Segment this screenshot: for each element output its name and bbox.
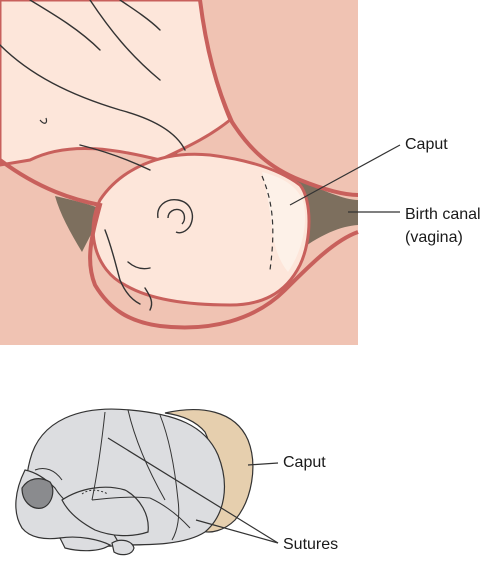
- vagina-label: (vagina): [405, 229, 463, 246]
- mastoid: [111, 539, 135, 556]
- temporal-bone: [61, 486, 149, 537]
- leader-caput-bottom: [247, 462, 279, 466]
- jaw: [59, 536, 112, 552]
- arm-line-2: [89, 0, 161, 81]
- canal-wall-upper: [198, 0, 359, 197]
- arm-line-1: [0, 44, 186, 151]
- caput-label-bottom: Caput: [283, 454, 326, 471]
- back-line: [29, 0, 101, 51]
- chin-line: [144, 287, 153, 311]
- birth-canal-illustration: [0, 0, 359, 345]
- nose-mouth-line: [104, 229, 141, 305]
- hand-line: [119, 0, 161, 31]
- ear-icon: [157, 199, 194, 234]
- caput-label-top: Caput: [405, 136, 448, 153]
- eye-socket: [21, 478, 54, 509]
- baby-body: [0, 0, 232, 167]
- eye-line: [127, 261, 151, 270]
- fetal-head: [91, 152, 311, 307]
- canal-shadow-left: [55, 196, 104, 252]
- canal-wall-lower: [0, 158, 359, 330]
- skull-caput: [164, 408, 254, 533]
- birth-canal-label: Birth canal: [405, 206, 481, 223]
- leader-caput-top: [289, 144, 401, 206]
- skull-sutures: [34, 409, 191, 541]
- leader-suture-2: [195, 519, 279, 544]
- skull-illustration: [15, 408, 254, 556]
- sutures-label: Sutures: [283, 536, 339, 553]
- elbow-mark: [39, 117, 48, 124]
- leader-suture-1: [107, 437, 279, 544]
- caput-boundary: [261, 175, 274, 271]
- neck-line: [79, 144, 151, 171]
- caput-swelling: [262, 172, 306, 272]
